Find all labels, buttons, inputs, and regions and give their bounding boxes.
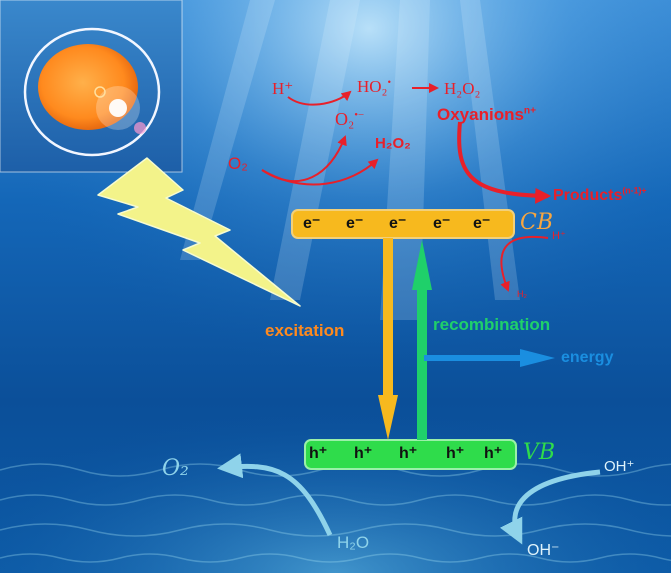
ho2-radical-label: HO₂• (357, 77, 392, 96)
h2o-label: H₂O (337, 533, 370, 552)
cb-label: CB (520, 210, 553, 235)
cb-h-plus-label: H⁺ (552, 230, 566, 242)
lightning-bolt-icon (97, 157, 301, 307)
electron-5: e⁻ (473, 215, 491, 232)
conduction-band-bar (291, 209, 515, 239)
excitation-label: excitation (265, 321, 345, 340)
electron-1: e⁻ (303, 215, 321, 232)
electron-4: e⁻ (433, 215, 451, 232)
energy-arrow (424, 349, 555, 367)
valence-band-bar (304, 439, 517, 470)
electron-3: e⁻ (389, 215, 407, 232)
h2-label: H₂ (517, 289, 527, 299)
oh-plus-label: OH⁺ (604, 458, 635, 475)
oh-plus-to-oh-minus-arrow (499, 469, 601, 545)
sun-inset (0, 0, 183, 173)
electron-2: e⁻ (346, 215, 364, 232)
oh-minus-label: OH⁻ (527, 542, 560, 559)
h2o2-top-label: H₂O₂ (444, 79, 481, 98)
proton-to-hydrogen-arrow (500, 235, 549, 292)
vb-label: VB (523, 440, 556, 465)
hole-5: h⁺ (484, 445, 503, 462)
o2-reactant-label: O₂ (228, 154, 248, 173)
water-to-oxygen-arrow (217, 453, 333, 537)
hole-3: h⁺ (399, 445, 418, 462)
products-label: Products(n-1)+ (553, 185, 647, 204)
hole-4: h⁺ (446, 445, 465, 462)
superoxide-label: O₂•− (335, 109, 365, 129)
oxygen-reaction-arrows (261, 83, 439, 186)
oxyanion-to-products-arrow (457, 121, 552, 204)
hole-1: h⁺ (309, 445, 328, 462)
recombination-arrow (412, 240, 432, 440)
o2-product-label: O₂ (162, 456, 189, 481)
oxyanions-label: Oxyanionsn+ (437, 105, 537, 124)
excitation-arrow (378, 238, 398, 440)
h2o2-product-label: H₂O₂ (375, 135, 411, 152)
recombination-label: recombination (433, 315, 551, 334)
h-plus-label: H⁺ (272, 79, 294, 98)
hole-2: h⁺ (354, 445, 373, 462)
energy-label: energy (561, 349, 614, 366)
seabed-glow (0, 300, 671, 573)
